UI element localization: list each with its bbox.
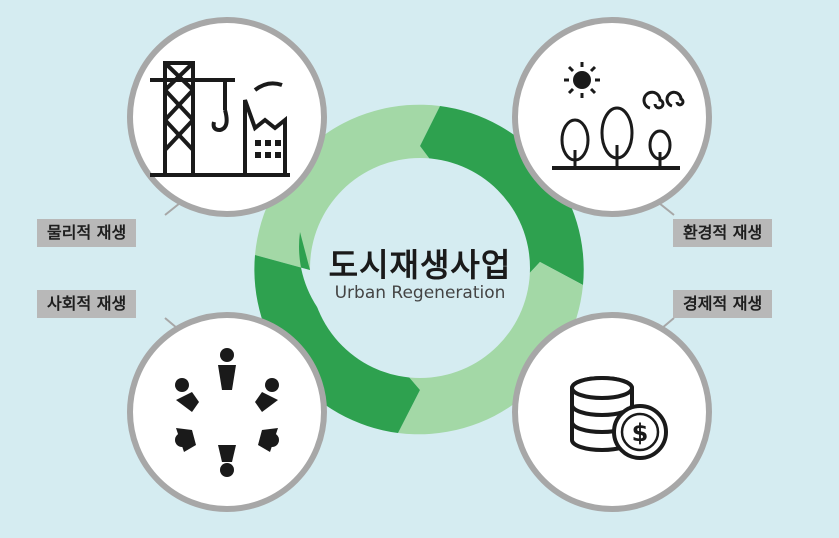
label-physical: 물리적 재생 [37, 219, 137, 247]
circle-physical [127, 17, 327, 217]
center-title: 도시재생사업 [328, 246, 512, 284]
circle-social [127, 312, 327, 512]
center-circle [310, 158, 530, 378]
circle-environmental [512, 17, 712, 217]
label-economic: 경제적 재생 [673, 290, 773, 318]
circle-economic: $ [512, 312, 712, 512]
label-social: 사회적 재생 [37, 290, 137, 318]
coins-dollar-icon [570, 376, 668, 460]
center-subtitle: Urban Regeneration [334, 283, 506, 303]
people-circle-icon [175, 348, 279, 477]
sun-trees-wind-icon [552, 62, 685, 170]
dollar-sign-glyph: $ [632, 419, 649, 447]
label-environmental: 환경적 재생 [673, 219, 773, 247]
